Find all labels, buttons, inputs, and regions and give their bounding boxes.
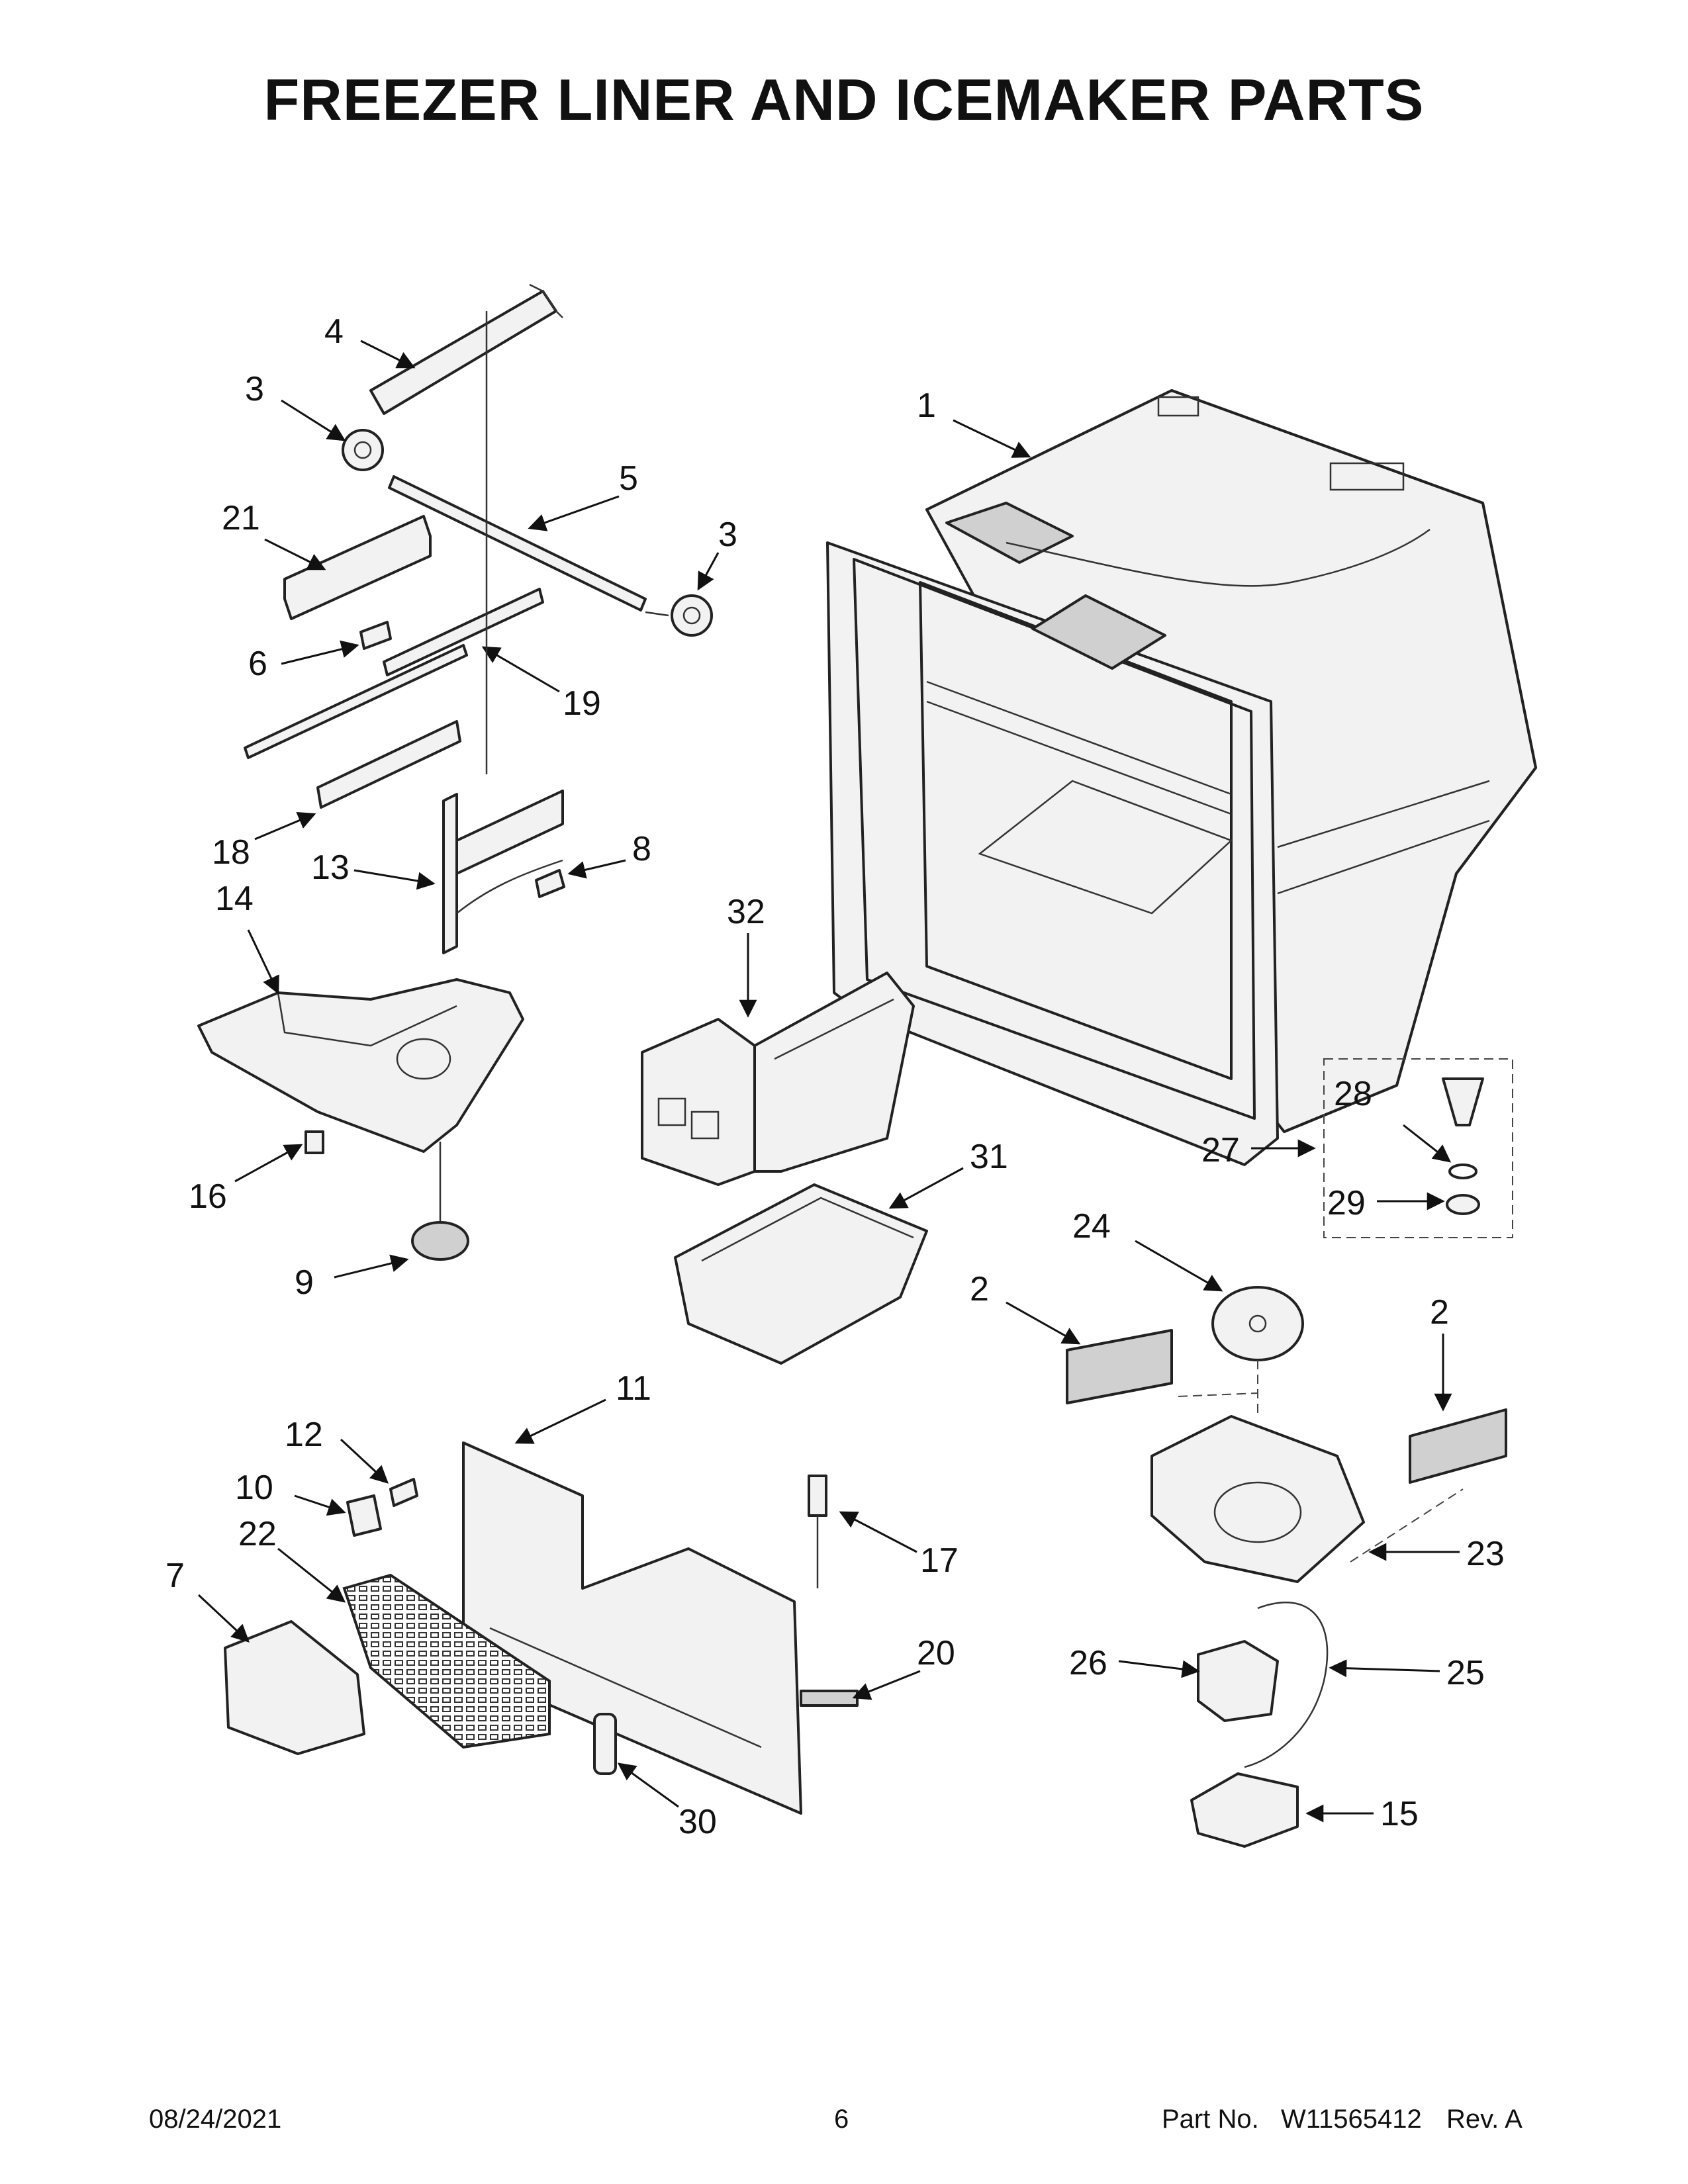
part-axle-rod [388,475,647,612]
callout-27: 27 [1201,1131,1240,1169]
part-fan-shroud [1150,1415,1365,1583]
callout-16: 16 [189,1177,227,1216]
callout-2-left: 2 [970,1270,989,1308]
callout-7: 7 [165,1557,185,1595]
callout-11: 11 [616,1369,651,1408]
callout-numbers: 1 2 2 3 3 4 5 6 7 8 9 10 11 12 13 14 15 … [165,312,1505,1841]
part-screw-12 [389,1478,418,1507]
part-thermistor [808,1475,827,1588]
callout-8: 8 [632,830,651,868]
part-mounting-bracket [442,790,564,954]
part-icemaker-assembly [641,972,915,1186]
part-slide-rail-19 [244,588,544,759]
callout-28: 28 [1334,1075,1372,1113]
part-air-grille [342,1573,551,1749]
part-gear-right [645,594,713,637]
part-sensor-10 [346,1494,382,1537]
callout-29: 29 [1327,1184,1366,1222]
footer-part-number: W11565412 [1281,2105,1422,2134]
part-foam-strip-left [1066,1329,1173,1404]
callout-10: 10 [235,1469,273,1507]
part-end-cover [224,1620,365,1755]
footer-revision: Rev. A [1446,2105,1523,2134]
callout-18: 18 [212,833,250,872]
part-screw-8 [535,869,565,898]
callout-23: 23 [1466,1535,1505,1573]
callout-30: 30 [679,1803,717,1841]
callout-31: 31 [970,1138,1008,1176]
callout-12: 12 [285,1416,323,1454]
callout-4: 4 [324,312,344,351]
callout-14: 14 [215,880,254,918]
part-drain-fitting [1442,1077,1484,1126]
callout-6: 6 [248,645,267,683]
part-ice-bin [674,1183,928,1365]
callout-9: 9 [295,1263,314,1302]
part-drain-kit [1323,1058,1513,1238]
callout-22: 22 [238,1515,277,1553]
part-drain-seal [1446,1194,1480,1215]
footer-date: 08/24/2021 [149,2105,282,2134]
part-motor-bracket [1190,1772,1299,1848]
footer-page-number: 6 [834,2105,849,2134]
callout-13: 13 [311,848,350,887]
callout-3-right: 3 [718,516,737,554]
part-icemaker-housing [197,978,524,1153]
part-clip-30 [593,1713,617,1775]
callout-15: 15 [1380,1795,1419,1833]
part-screw-6 [359,621,392,650]
part-slide-rail-top [369,283,563,415]
callout-20: 20 [917,1634,955,1672]
callout-24: 24 [1072,1207,1111,1246]
callout-26: 26 [1069,1644,1107,1682]
part-gear-top [342,429,384,471]
callout-32: 32 [727,893,765,931]
part-fan-blade [1211,1286,1304,1361]
callout-17: 17 [920,1541,959,1580]
part-rear-cover [462,1441,802,1815]
part-wire-harness [1244,1602,1329,1768]
part-freezer-liner [826,389,1537,1166]
part-knob-9 [411,1221,469,1261]
callout-2-right: 2 [1430,1293,1449,1332]
leader-arrows [197,311,1464,1823]
part-rail-bracket-lower [316,720,461,809]
callout-25: 25 [1446,1654,1485,1692]
part-rail-bracket-upper [283,515,432,620]
callout-21: 21 [222,499,260,537]
part-foam-strip-right [1409,1408,1507,1484]
page-title: FREEZER LINER AND ICEMAKER PARTS [263,67,1425,132]
callout-3-top: 3 [245,370,264,408]
part-foam-strip-20 [800,1690,859,1707]
part-clip-16 [305,1130,324,1154]
part-o-ring [1448,1163,1477,1179]
callout-5: 5 [619,459,638,498]
callout-19: 19 [563,684,601,723]
part-fan-motor [1197,1640,1279,1722]
callout-1: 1 [917,387,936,425]
footer-part-label: Part No. [1162,2105,1259,2134]
